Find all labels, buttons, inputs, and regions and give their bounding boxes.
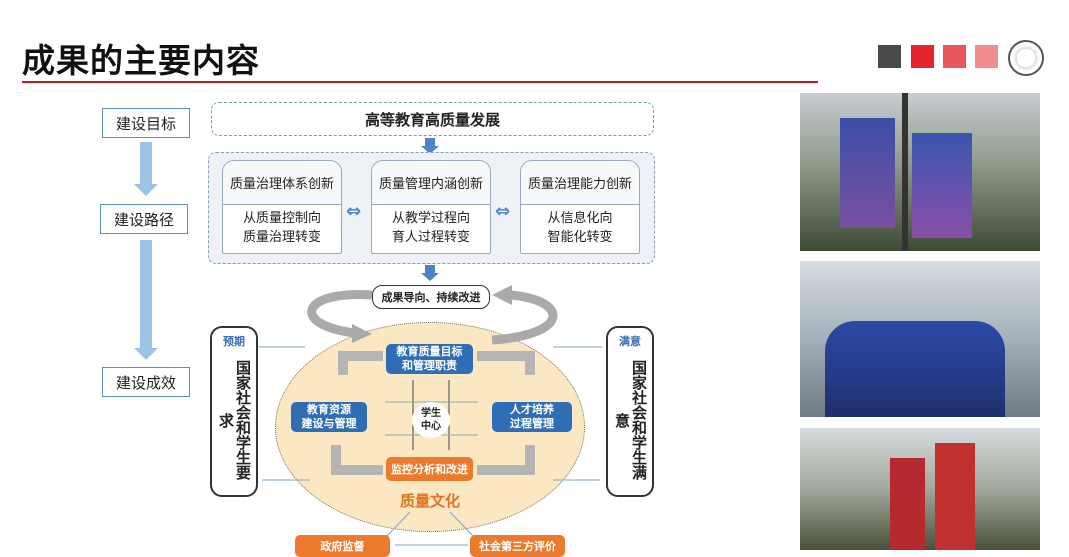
banner — [935, 443, 975, 550]
down-arrow-icon — [421, 265, 439, 281]
left-side-box: 预期 国家社会和学生要求 — [210, 326, 258, 497]
box-line: 人才培养 — [510, 403, 554, 416]
red-banners-photo — [800, 428, 1040, 550]
cycle-arc-icon — [307, 290, 373, 338]
box-line: 过程管理 — [510, 417, 554, 430]
flow-arrow — [477, 351, 535, 375]
cycle-label: 成果导向、持续改进 — [372, 285, 490, 309]
double-arrow-icon: ⇔ — [495, 201, 511, 222]
side-tag: 预期 — [223, 335, 245, 348]
down-arrow-icon — [421, 138, 439, 154]
flow-arrow — [338, 351, 383, 375]
monitor-box: 监控分析和改进 — [386, 457, 473, 481]
box-line: 教育质量目标 — [396, 345, 463, 358]
card-line: 质量治理转变 — [242, 230, 321, 245]
cycle-arc-icon — [491, 290, 558, 345]
innovation-card: 质量管理内涵创新 从教学过程向育人过程转变 — [371, 160, 491, 254]
arrowhead-icon — [492, 285, 512, 305]
graduates — [825, 321, 1005, 417]
card-title: 质量治理能力创新 — [521, 161, 639, 205]
banner — [840, 118, 895, 228]
student-center: 学生中心 — [412, 402, 450, 438]
double-arrow-icon: ⇔ — [346, 201, 362, 222]
title-divider — [22, 81, 818, 83]
decor-square-2 — [911, 45, 934, 68]
card-line: 从质量控制向 — [242, 211, 321, 226]
box-line: 和管理职责 — [402, 359, 457, 372]
innovation-card: 质量治理能力创新 从信息化向智能化转变 — [520, 160, 640, 254]
graduation-caps-photo — [800, 261, 1040, 417]
goal-box: 高等教育高质量发展 — [211, 102, 654, 136]
culture-label: 质量文化 — [399, 492, 460, 510]
talent-process-box: 人才培养过程管理 — [492, 402, 572, 432]
resource-box: 教育资源建设与管理 — [291, 402, 367, 432]
arrowhead-icon — [352, 324, 372, 343]
decor-square-1 — [878, 45, 901, 68]
banner — [890, 458, 925, 550]
box-line: 教育资源 — [307, 403, 351, 416]
box-line: 建设与管理 — [301, 417, 357, 430]
slide-title: 成果的主要内容 — [22, 41, 260, 80]
stage-path: 建设路径 — [100, 204, 188, 234]
third-party-box: 社会第三方评价 — [470, 535, 565, 557]
center-line: 学生 — [421, 408, 441, 419]
card-line: 从信息化向 — [547, 211, 613, 226]
down-arrow-icon — [134, 142, 158, 196]
flow-arrow — [477, 445, 535, 475]
stage-result: 建设成效 — [102, 367, 190, 397]
decor-square-3 — [943, 45, 966, 68]
university-seal-icon — [1008, 40, 1044, 76]
card-title: 质量治理体系创新 — [223, 161, 341, 205]
banner — [912, 133, 972, 238]
innovation-card: 质量治理体系创新 从质量控制向质量治理转变 — [222, 160, 342, 254]
stage-goal: 建设目标 — [102, 108, 190, 138]
center-line: 中心 — [421, 421, 441, 432]
campus-banners-photo — [800, 93, 1040, 251]
pole — [902, 93, 908, 251]
quality-goal-box: 教育质量目标和管理职责 — [386, 344, 473, 374]
side-text: 国家社会和学生要求 — [217, 360, 252, 480]
flow-arrow — [331, 445, 383, 475]
card-title: 质量管理内涵创新 — [372, 161, 490, 205]
side-text: 国家社会和学生满意 — [613, 360, 648, 480]
card-line: 育人过程转变 — [391, 230, 470, 245]
decor-square-4 — [975, 45, 998, 68]
right-side-box: 满意 国家社会和学生满意 — [606, 326, 654, 497]
government-box: 政府监督 — [295, 535, 390, 557]
side-tag: 满意 — [619, 335, 641, 348]
card-line: 从教学过程向 — [391, 211, 470, 226]
down-arrow-icon — [134, 240, 158, 360]
card-line: 智能化转变 — [547, 230, 613, 245]
